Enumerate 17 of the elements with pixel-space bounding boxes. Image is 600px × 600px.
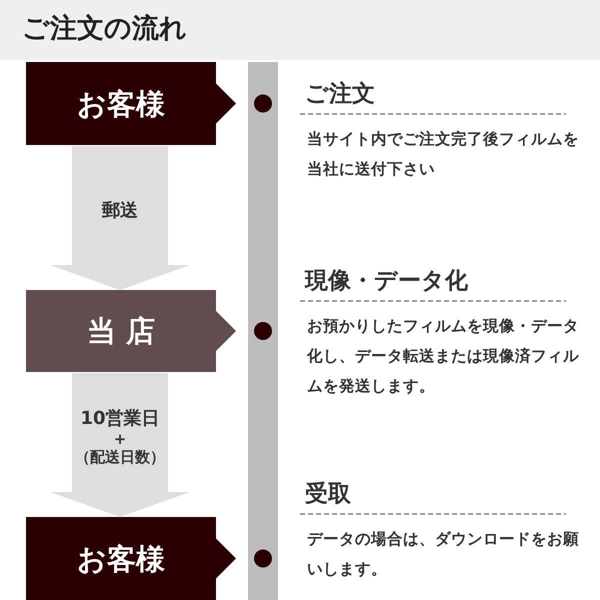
pentagon-box bbox=[26, 62, 236, 145]
step-heading: ご注文 bbox=[305, 80, 375, 109]
edge-label: 10営業日 + （配送日数） bbox=[74, 407, 166, 467]
step-description: お預かりしたフィルムを現像・データ化し、データ転送または現像済フィルムを発送します。 bbox=[307, 316, 580, 397]
block-arrow bbox=[50, 373, 190, 517]
pentagon-box bbox=[26, 290, 236, 372]
step-heading: 現像・データ化 bbox=[305, 267, 468, 296]
step-description: データの場合は、ダウンロードをお願いします。 bbox=[307, 529, 580, 580]
node-label: 当 店 bbox=[86, 313, 156, 350]
pentagon-box bbox=[26, 517, 236, 600]
edge-label: 郵送 bbox=[100, 198, 139, 222]
step-description: 当サイト内でご注文完了後フィルムを当社に送付下さい bbox=[307, 129, 580, 180]
title: ご注文の流れ bbox=[22, 12, 187, 46]
block-arrow bbox=[50, 146, 190, 290]
node-label: お客様 bbox=[76, 540, 166, 578]
step-heading: 受取 bbox=[305, 480, 351, 509]
node-label: お客様 bbox=[76, 86, 166, 122]
